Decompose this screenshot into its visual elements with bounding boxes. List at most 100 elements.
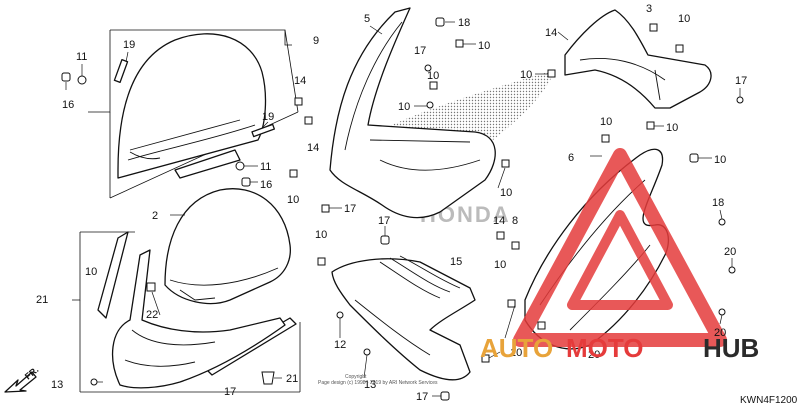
- nut-10i: [675, 44, 684, 53]
- watermark-hub: HUB: [703, 333, 759, 363]
- nut-10l: [601, 134, 610, 143]
- bolt-20c: [718, 308, 726, 316]
- callout-10n: 10: [510, 347, 522, 359]
- diagram-code: KWN4F1200: [740, 395, 798, 406]
- callout-14c: 8: [512, 215, 518, 227]
- callout-21a: 10: [85, 266, 97, 278]
- nut-14a: [294, 97, 303, 106]
- windscreen-frame: [88, 30, 111, 113]
- nut-10a: [289, 169, 298, 178]
- callout-14a: 14: [294, 75, 306, 87]
- callout-16a: 16: [62, 99, 74, 111]
- nut-10n: [537, 321, 546, 330]
- copyright-label: Copyright: [345, 374, 367, 380]
- bolt-17b: [426, 101, 434, 109]
- callout-17a: 17: [414, 45, 426, 57]
- upper-right-panel: [564, 9, 712, 109]
- clip-13a: [146, 282, 156, 292]
- upper-right-panel-group: [564, 9, 712, 109]
- watermark-triangle-inner: [567, 210, 673, 310]
- clip-13b: [261, 371, 275, 385]
- fr-arrow-icon: [4, 371, 37, 393]
- callout-11a: 11: [76, 51, 87, 63]
- callout-13a: 22: [146, 309, 158, 321]
- callout-3: 14: [545, 27, 557, 39]
- callout-14d: 10: [494, 259, 506, 271]
- nut-14d: [511, 241, 520, 250]
- callout-10j: 10: [520, 69, 532, 81]
- callout-10l: 10: [600, 116, 612, 128]
- inner-screen-group: [164, 188, 291, 305]
- bolt-15: [380, 235, 390, 245]
- callout-17c: 10: [500, 187, 512, 199]
- lower-cowl-group: [72, 231, 301, 393]
- callout-17b: 10: [398, 101, 410, 113]
- callout-10a: 10: [287, 194, 299, 206]
- callout-18b: 10: [714, 154, 726, 166]
- callout-22: 21: [36, 294, 48, 306]
- bolt-18b: [689, 153, 699, 163]
- callout-19b: 19: [262, 111, 274, 123]
- bolt-18a: [435, 17, 445, 27]
- nut-10h: [649, 23, 658, 32]
- lower-center-cover: [331, 258, 476, 381]
- inner-screen: [164, 188, 291, 305]
- callout-10c: 10: [427, 70, 439, 82]
- callout-10i: 10: [678, 13, 690, 25]
- windscreen: [117, 33, 267, 179]
- callout-5: 5: [364, 13, 370, 25]
- center-inner-panel: [329, 7, 496, 219]
- callout-12: 17: [416, 391, 428, 403]
- nut-10e: [501, 159, 510, 168]
- bolt-16a: [61, 72, 71, 82]
- bolt-17a: [424, 64, 432, 72]
- callout-10k: 10: [666, 122, 678, 134]
- leader-lines: [65, 21, 741, 397]
- callout-11b: 11: [260, 161, 271, 173]
- center-panel-group: HONDA: [329, 7, 555, 227]
- bolt-17d: [736, 96, 744, 104]
- callout-10b: 10: [478, 40, 490, 52]
- callouts: 11 19 9 16 19 11 16 10 14 14 2 5 18 10 1…: [36, 3, 747, 403]
- bolt-20a: [718, 218, 726, 226]
- nut-10f: [317, 257, 326, 266]
- lower-center-cover-group: [331, 255, 476, 381]
- nut-10d: [321, 204, 330, 213]
- windscreen-group: [88, 29, 299, 199]
- grommet-11b: [235, 161, 245, 171]
- callout-17e: 13: [51, 379, 63, 391]
- watermark-moto: MOTO: [566, 333, 644, 363]
- callout-16b: 16: [260, 179, 272, 191]
- group-22-frame: [72, 232, 81, 301]
- windscreen-fasteners: [61, 72, 251, 187]
- windscreen-bracket: [174, 149, 241, 179]
- watermark-logo: [513, 148, 727, 347]
- callout-14b: 14: [307, 142, 319, 154]
- callout-20b: 20: [724, 246, 736, 258]
- bolt-12: [440, 391, 450, 401]
- front-direction-arrow: FR.: [4, 365, 40, 393]
- callout-15: 17: [378, 215, 390, 227]
- callout-2: 2: [152, 210, 158, 222]
- bolt-17f: [363, 348, 371, 356]
- callout-21b: 17: [224, 386, 236, 398]
- bolt-20b: [728, 266, 736, 274]
- lower-cowl: [111, 249, 286, 389]
- callout-20c: 20: [714, 327, 726, 339]
- nut-10c: [429, 81, 438, 90]
- callout-13b: 21: [286, 373, 298, 385]
- bolt-17e: [90, 378, 98, 386]
- callout-10d: 17: [344, 203, 356, 215]
- nut-14c: [496, 231, 505, 240]
- hardware: [90, 17, 744, 401]
- grommet-11a: [77, 75, 87, 85]
- callout-10h: 3: [646, 3, 652, 15]
- callout-8: 15: [450, 256, 462, 268]
- callout-19a: 19: [123, 39, 135, 51]
- bolt-16b: [241, 177, 251, 187]
- callout-17g: 12: [334, 339, 346, 351]
- nut-10j: [547, 69, 556, 78]
- bolt-17c: [336, 311, 344, 319]
- watermark-auto: AUTO: [480, 333, 553, 363]
